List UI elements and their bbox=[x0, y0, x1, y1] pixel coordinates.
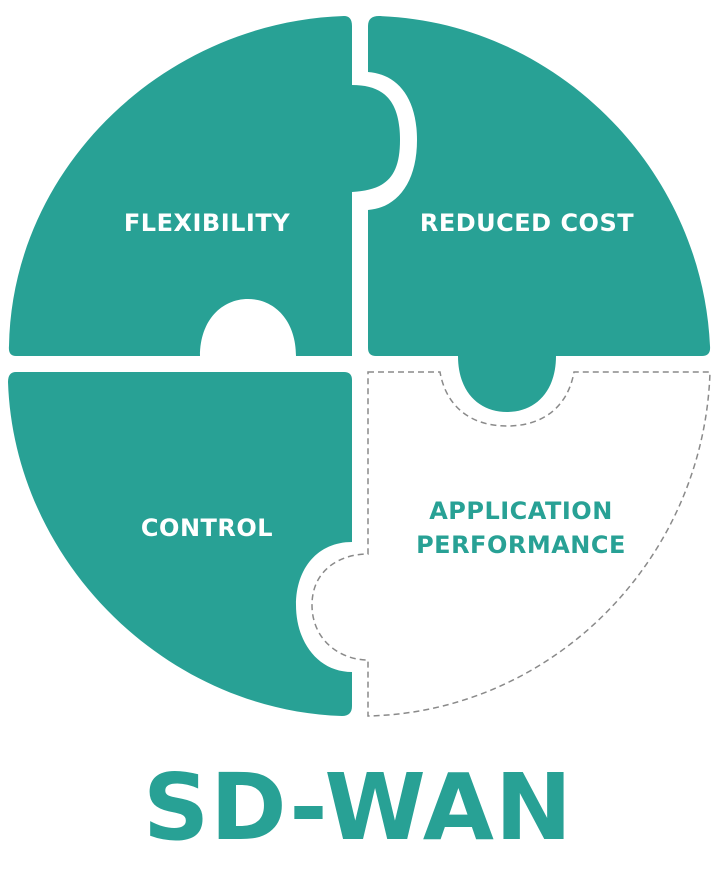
label-performance: PERFORMANCE bbox=[416, 531, 626, 559]
label-application: APPLICATION bbox=[429, 497, 613, 525]
puzzle-piece-flexibility bbox=[8, 16, 401, 356]
label-control: CONTROL bbox=[141, 514, 273, 542]
puzzle-piece-application-performance bbox=[311, 371, 711, 717]
page-title: SD-WAN bbox=[143, 754, 573, 861]
puzzle-piece-reduced-cost bbox=[368, 16, 711, 412]
label-reduced-cost: REDUCED COST bbox=[420, 209, 634, 237]
puzzle-piece-control bbox=[8, 372, 352, 716]
label-flexibility: FLEXIBILITY bbox=[124, 209, 290, 237]
